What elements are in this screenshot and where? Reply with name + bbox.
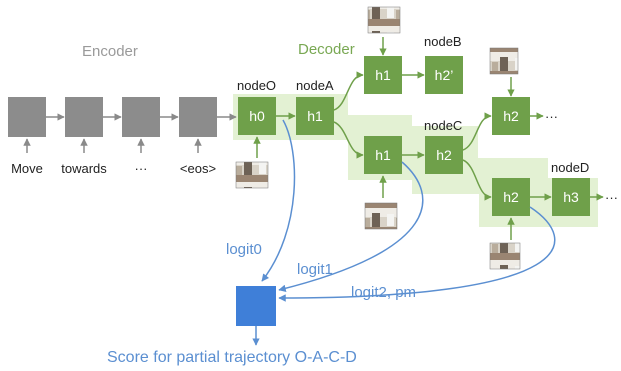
state-h1-b: h1 bbox=[375, 67, 391, 83]
state-h2-b: h2’ bbox=[435, 67, 454, 83]
logit1-label: logit1 bbox=[297, 261, 333, 278]
encoder-box-3 bbox=[122, 97, 160, 137]
token-move: Move bbox=[11, 161, 43, 176]
observation-image-b bbox=[367, 6, 401, 34]
node-label-o: nodeO bbox=[237, 78, 276, 93]
state-h1-c-box bbox=[364, 136, 402, 174]
state-h1-a-box bbox=[296, 97, 334, 135]
state-h2-b-box bbox=[425, 56, 463, 94]
arrow-c-to-top bbox=[462, 112, 492, 151]
score-box bbox=[236, 286, 276, 326]
token-towards: towards bbox=[61, 161, 107, 176]
node-label-b: nodeB bbox=[424, 34, 462, 49]
decoder-title: Decoder bbox=[298, 41, 355, 58]
arrow-c-to-d bbox=[462, 159, 492, 201]
observation-image-o bbox=[235, 161, 269, 189]
node-label-a: nodeA bbox=[296, 78, 334, 93]
logit0-curve bbox=[261, 119, 296, 282]
score-label: Score for partial trajectory O-A-C-D bbox=[107, 349, 357, 366]
state-h2-top: h2 bbox=[503, 108, 519, 124]
observation-image-top bbox=[489, 47, 519, 75]
logit0-label: logit0 bbox=[226, 241, 262, 258]
trajectory-highlight bbox=[233, 94, 598, 227]
state-h2-d-box bbox=[492, 178, 530, 216]
token-ellipsis: ··· bbox=[135, 161, 148, 176]
state-h3-d-box bbox=[552, 178, 590, 216]
arrow-h1-to-nodeB bbox=[333, 71, 364, 111]
state-h1-b-box bbox=[364, 56, 402, 94]
logit2-curve bbox=[278, 206, 556, 302]
encoder-title: Encoder bbox=[82, 43, 138, 60]
encoder-box-1 bbox=[8, 97, 46, 137]
state-h0: h0 bbox=[249, 108, 265, 124]
observation-image-c bbox=[364, 202, 398, 230]
encoder-box-2 bbox=[65, 97, 103, 137]
state-h2-c: h2 bbox=[436, 147, 452, 163]
state-h1-c: h1 bbox=[375, 147, 391, 163]
state-h0-box bbox=[238, 97, 276, 135]
ellipsis-d: ··· bbox=[605, 190, 618, 205]
node-label-d: nodeD bbox=[551, 160, 589, 175]
observation-image-d bbox=[489, 242, 521, 270]
logit1-curve bbox=[278, 161, 424, 293]
state-h2-c-box bbox=[425, 136, 463, 174]
logit2-label: logit2, pm bbox=[351, 284, 416, 301]
node-label-c: nodeC bbox=[424, 118, 462, 133]
token-eos: <eos> bbox=[180, 161, 216, 176]
state-h1-a: h1 bbox=[307, 108, 323, 124]
state-h3-d: h3 bbox=[563, 189, 579, 205]
ellipsis-top: ··· bbox=[545, 109, 558, 124]
arrow-h1-to-nodeC bbox=[333, 121, 364, 159]
state-h2-d: h2 bbox=[503, 189, 519, 205]
state-h2-top-box bbox=[492, 97, 530, 135]
encoder-box-4 bbox=[179, 97, 217, 137]
